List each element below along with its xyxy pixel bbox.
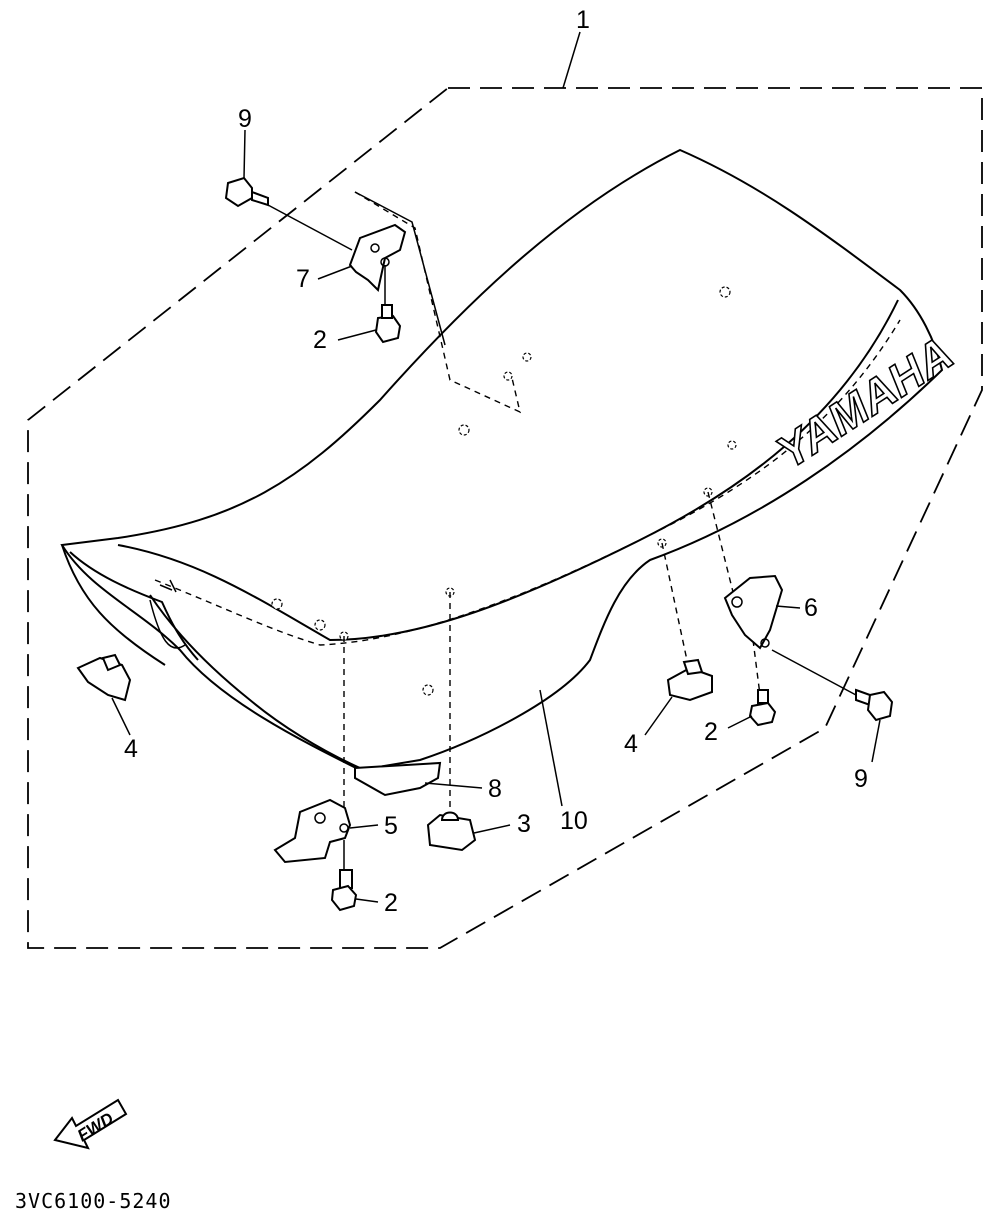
callout-7: 7 bbox=[296, 265, 310, 293]
callout-10: 10 bbox=[560, 807, 588, 835]
callout-5: 5 bbox=[384, 812, 398, 840]
callout-2-rear: 2 bbox=[704, 718, 718, 746]
assembly-boundary bbox=[27, 87, 983, 949]
callout-2-lower: 2 bbox=[384, 889, 398, 917]
callout-4-rear: 4 bbox=[624, 730, 638, 758]
callout-9-upper: 9 bbox=[238, 105, 252, 133]
seat-body bbox=[60, 148, 944, 797]
callout-2-upper: 2 bbox=[313, 326, 327, 354]
callout-6: 6 bbox=[804, 594, 818, 622]
callout-1: 1 bbox=[576, 6, 590, 34]
drawing-code: 3VC6100-5240 bbox=[15, 1189, 172, 1213]
rear-bracket-6 bbox=[723, 574, 784, 650]
callout-leader-1 bbox=[562, 31, 581, 89]
callout-4-front: 4 bbox=[124, 735, 138, 763]
front-bracket-5 bbox=[273, 798, 352, 864]
brand-lettering: YAMAHA bbox=[767, 327, 962, 479]
rear-bracket-7 bbox=[348, 223, 407, 293]
nut-rear bbox=[748, 689, 777, 727]
callout-3: 3 bbox=[517, 810, 531, 838]
callout-9-rear: 9 bbox=[854, 765, 868, 793]
nut-upper bbox=[374, 304, 402, 344]
forward-direction-arrow: FWD bbox=[53, 1098, 128, 1150]
flange-bolt-rear bbox=[771, 649, 894, 722]
callout-8: 8 bbox=[488, 775, 502, 803]
damper-rear bbox=[666, 658, 713, 702]
bolt-lower bbox=[330, 869, 358, 912]
damper-front bbox=[76, 653, 132, 702]
clip-nut-3 bbox=[426, 811, 477, 852]
flange-bolt-upper bbox=[224, 176, 353, 251]
